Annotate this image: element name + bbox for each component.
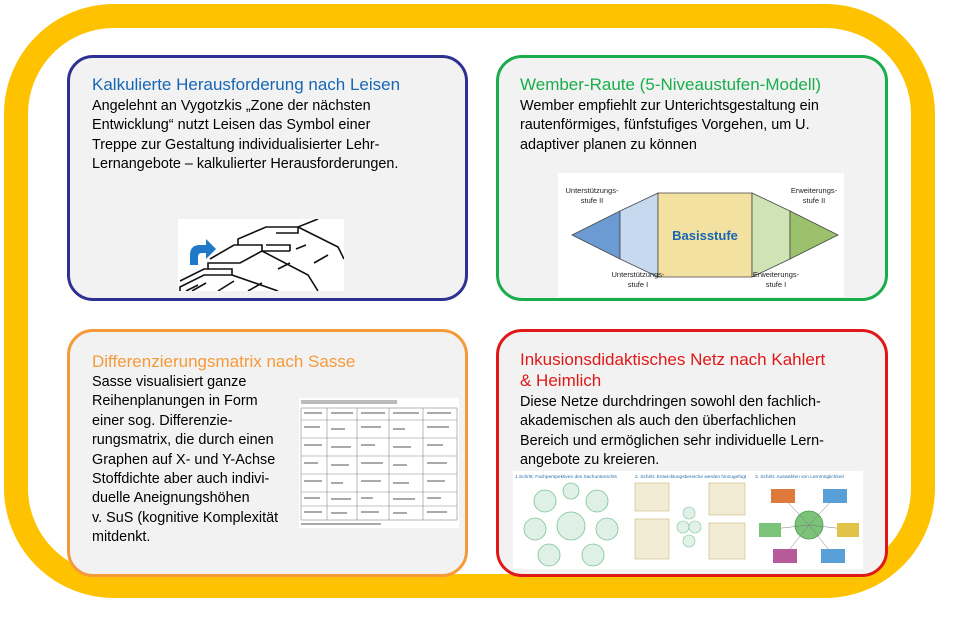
text-line: rungsmatrix, die durch einen bbox=[92, 432, 274, 449]
text-line: einer sog. Differenzie- bbox=[92, 412, 233, 429]
diagram-label: Erweiterungs- bbox=[753, 270, 800, 279]
card-text: Angelehnt an Vygotzkis „Zone der nächste… bbox=[92, 97, 398, 175]
card-title: Inkusionsdidaktisches Netz nach Kahlert … bbox=[520, 349, 825, 391]
text-line: akademischen als auch den überfachlichen bbox=[520, 413, 797, 430]
text-line: rautenförmiges, fünfstufiges Vorgehen, u… bbox=[520, 117, 810, 134]
netz-panel-1 bbox=[523, 482, 619, 567]
panel-caption: 3. Schritt: Auswählen von Lernmöglichkei… bbox=[755, 474, 844, 480]
wember-raute-diagram: Basisstufe Unterstützungs- stufe II Erwe… bbox=[558, 173, 844, 297]
diagram-label: Unterstützungs- bbox=[612, 270, 665, 279]
netz-panel-3 bbox=[759, 489, 859, 563]
text-line: duelle Aneignungshöhen bbox=[92, 490, 250, 507]
text-line: Wember empfiehlt zur Unterichtsgestaltun… bbox=[520, 98, 819, 114]
card-text: Wember empfiehlt zur Unterichtsgestaltun… bbox=[520, 97, 819, 155]
text-line: Sasse visualisiert ganze bbox=[92, 374, 247, 390]
inklusionsnetz-images: 1.Schritt: Fachperspektiven des Sachunte… bbox=[513, 471, 863, 569]
diagram-label: stufe I bbox=[628, 280, 648, 289]
text-line: mitdenkt. bbox=[92, 529, 151, 546]
card-title: Differenzierungsmatrix nach Sasse bbox=[92, 352, 356, 371]
diagram-label: stufe I bbox=[766, 280, 786, 289]
text-line: Graphen auf X- und Y-Achse bbox=[92, 451, 276, 468]
panel-caption: 1.Schritt: Fachperspektiven des Sachunte… bbox=[515, 474, 617, 480]
diagram-label: stufe II bbox=[581, 196, 604, 205]
diagram-label: stufe II bbox=[803, 196, 826, 205]
panel-caption: 2. Schritt: Entwicklungsbereiche werden … bbox=[635, 474, 747, 480]
text-line: adaptiver planen zu können bbox=[520, 136, 697, 153]
card-leisen: Kalkulierte Herausforderung nach Leisen … bbox=[67, 55, 468, 301]
basisstufe-label: Basisstufe bbox=[672, 228, 738, 243]
title-line: & Heimlich bbox=[520, 371, 602, 390]
card-sasse: Differenzierungsmatrix nach Sasse Sasse … bbox=[67, 329, 468, 577]
text-line: Reihenplanungen in Form bbox=[92, 393, 258, 410]
card-title: Kalkulierte Herausforderung nach Leisen bbox=[92, 75, 401, 94]
card-kahlert-heimlich: Inkusionsdidaktisches Netz nach Kahlert … bbox=[496, 329, 888, 577]
text-line: Lernangebote – kalkulierter Herausforder… bbox=[92, 156, 399, 173]
text-line: Stoffdichte aber auch indivi- bbox=[92, 471, 270, 488]
stairs-icon bbox=[178, 219, 344, 291]
differenzierungsmatrix-image bbox=[299, 398, 459, 528]
card-text: Diese Netze durchdringen sowohl den fach… bbox=[520, 393, 824, 471]
outer-frame bbox=[4, 4, 935, 598]
diagram-label: Erweiterungs- bbox=[791, 186, 838, 195]
text-line: angebote zu kreieren. bbox=[520, 452, 660, 469]
text-line: Angelehnt an Vygotzkis „Zone der nächste… bbox=[92, 98, 371, 114]
text-line: Treppe zur Gestaltung individualisierter… bbox=[92, 136, 380, 153]
text-line: Entwicklung“ nutzt Leisen das Symbol ein… bbox=[92, 117, 371, 134]
card-wember: Wember-Raute (5-Niveaustufen-Modell) Wem… bbox=[496, 55, 888, 301]
netz-panel-2 bbox=[634, 482, 746, 560]
card-text: Sasse visualisiert ganze Reihenplanungen… bbox=[92, 373, 278, 548]
card-title: Wember-Raute (5-Niveaustufen-Modell) bbox=[520, 75, 822, 94]
text-line: v. SuS (kognitive Komplexität bbox=[92, 509, 279, 526]
title-line: Inkusionsdidaktisches Netz nach Kahlert bbox=[520, 350, 826, 369]
text-line: Diese Netze durchdringen sowohl den fach… bbox=[520, 394, 821, 410]
text-line: Bereich und ermöglichen sehr individuell… bbox=[520, 432, 824, 449]
diagram-label: Unterstützungs- bbox=[566, 186, 619, 195]
